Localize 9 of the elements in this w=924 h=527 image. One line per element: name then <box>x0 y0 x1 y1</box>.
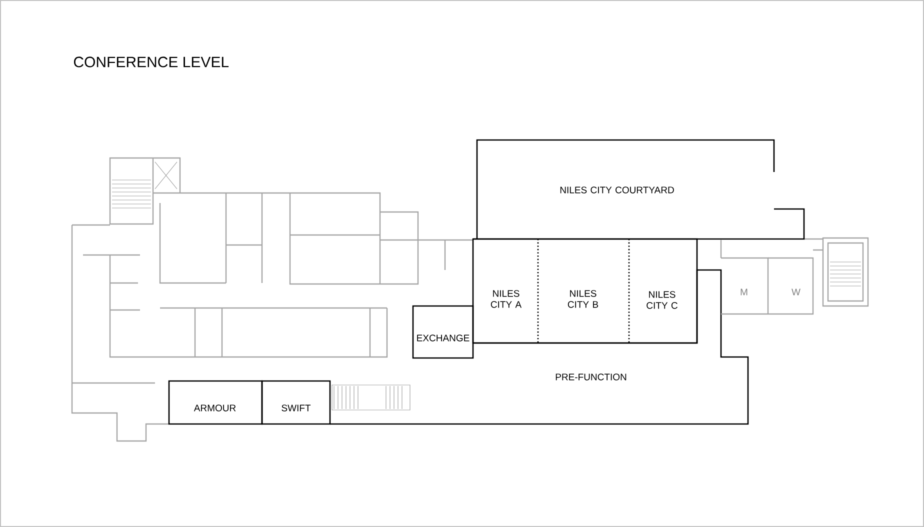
room-outline: NILES CITY B <box>538 238 630 344</box>
room-outline: W <box>768 257 814 315</box>
room-outline: NILES CITY COURTYARD <box>473 139 805 240</box>
room-outline: ARMOUR <box>168 380 263 425</box>
room-outline: M <box>721 257 769 315</box>
room-outline: NILES CITY A <box>472 238 539 344</box>
room-outline: SWIFT <box>261 380 331 425</box>
room-outline: NILES CITY C <box>629 238 698 344</box>
title: CONFERENCE LEVEL <box>74 56 229 68</box>
